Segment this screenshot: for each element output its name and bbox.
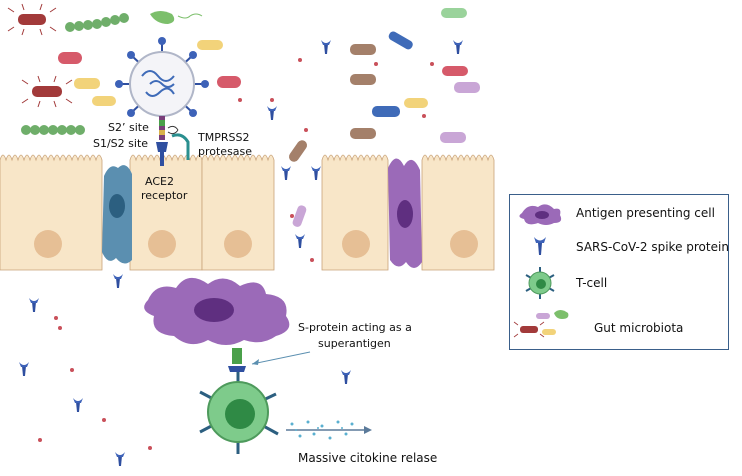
mhc-complex — [232, 348, 242, 364]
bacterium-red-topleft — [7, 3, 57, 36]
bacterium-red-2 — [21, 75, 73, 108]
label-tmprss2: TMPRSS2 — [197, 131, 249, 144]
bacterium-brown-4 — [288, 140, 308, 162]
legend-label-spike: SARS-CoV-2 spike protein — [576, 240, 729, 254]
legend-icons — [513, 204, 569, 338]
epithelium-right — [321, 154, 495, 271]
bacterium-blue-1 — [388, 31, 413, 50]
bacterium-blue-2 — [372, 106, 400, 117]
t-cell-icon — [525, 267, 555, 299]
t-cell — [199, 372, 279, 454]
bacterium-yellow-2 — [92, 96, 116, 106]
bacterium-green-curved — [150, 11, 203, 24]
superantigen-spike — [228, 366, 246, 372]
ace2-receptor-shape — [156, 142, 168, 166]
pointer-arrow — [251, 351, 311, 365]
bacterium-brown-3 — [350, 128, 376, 139]
label-ace2: ACE2 — [145, 175, 174, 188]
gut-microbiota-group — [7, 3, 480, 227]
bacterium-lightgreen — [441, 8, 467, 18]
bacterium-lilac-1 — [454, 82, 480, 93]
bacterium-chain-top — [65, 13, 129, 32]
spike-protein-icon — [534, 237, 546, 255]
bacterium-brown-1 — [350, 44, 376, 55]
bacterium-pink-2 — [217, 76, 241, 88]
pointer-arrowhead — [252, 359, 259, 365]
legend-label-tcell: T-cell — [576, 276, 608, 290]
label-cytokine: Massive citokine relase — [298, 451, 437, 465]
cleavage-scissors-icon — [167, 125, 179, 135]
bacterium-chain-2 — [21, 125, 85, 135]
apc-icon — [519, 204, 562, 225]
label-s1s2-site: S1/S2 site — [93, 137, 148, 150]
bacterium-lilac-3 — [292, 205, 307, 227]
bacterium-lilac-2 — [440, 132, 466, 143]
antigen-presenting-cell — [144, 277, 290, 345]
microbiota-icon — [513, 310, 569, 338]
label-superantigen-2: superantigen — [318, 337, 391, 350]
label-superantigen-1: S-protein acting as a — [298, 321, 412, 334]
label-receptor: receptor — [141, 189, 188, 202]
legend-label-microbiota: Gut microbiota — [594, 321, 684, 335]
legend: Antigen presenting cell SARS-CoV-2 spike… — [509, 194, 729, 350]
bacterium-yellow-1 — [74, 78, 100, 89]
purple-cell-nucleus — [397, 200, 413, 228]
epithelium-left — [0, 154, 275, 271]
blue-cell-nucleus — [109, 194, 125, 218]
bacterium-pink-1 — [58, 52, 82, 64]
bacterium-yellow-4 — [404, 98, 428, 108]
cytokine-release-arrow — [286, 420, 372, 440]
tmprss2-shape — [171, 133, 190, 160]
bacterium-pink-3 — [442, 66, 468, 76]
label-protesase: protesase — [198, 145, 252, 158]
sars-cov-2-virion — [115, 37, 209, 140]
bacterium-brown-2 — [350, 74, 376, 85]
label-s2-site: S2’ site — [108, 121, 149, 134]
bacterium-yellow-3 — [197, 40, 223, 50]
legend-label-apc: Antigen presenting cell — [576, 206, 715, 220]
